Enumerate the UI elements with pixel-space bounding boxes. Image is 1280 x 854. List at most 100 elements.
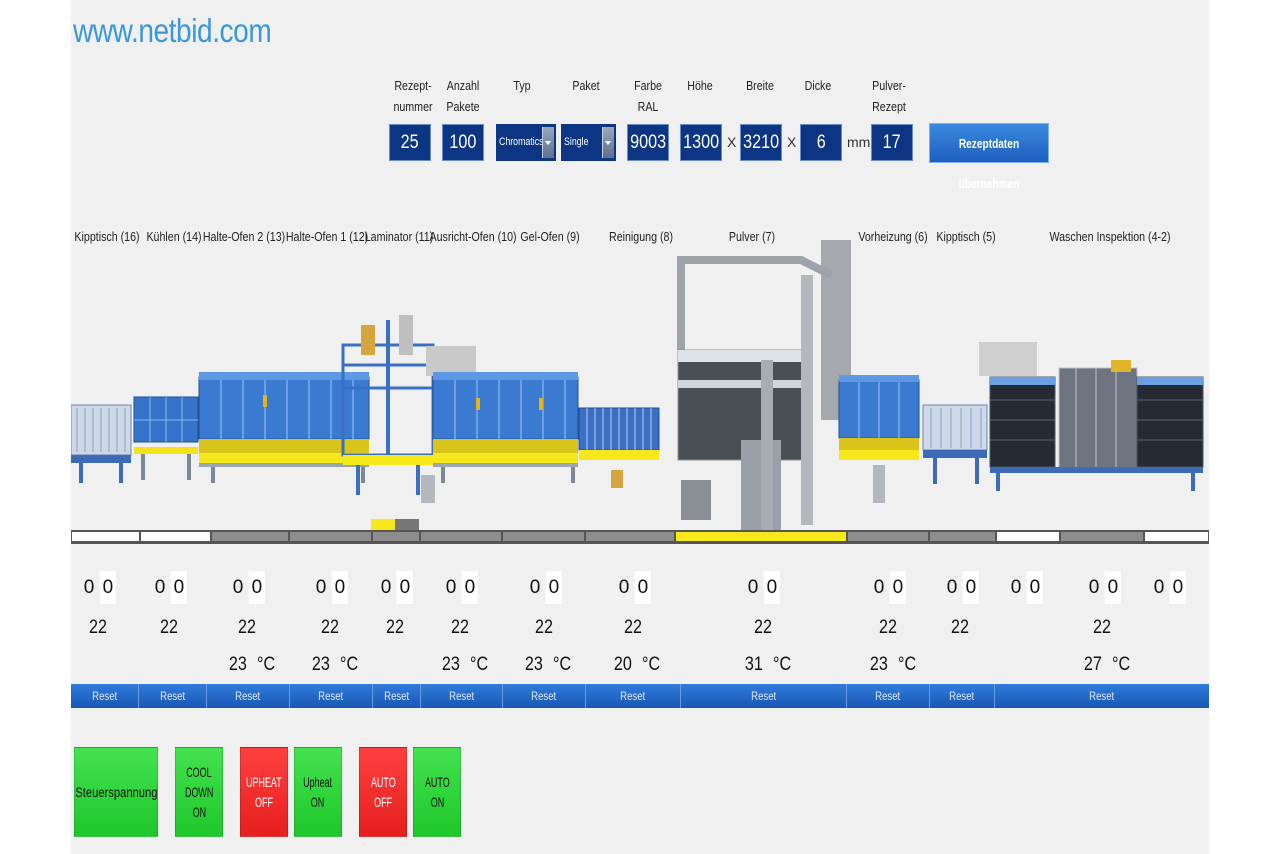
label-breite: Breite	[746, 78, 774, 93]
zone-status-pair: 0 0	[619, 571, 652, 604]
reset-button[interactable]: Reset	[207, 684, 290, 708]
reset-button[interactable]: Reset	[847, 684, 930, 708]
zone-temperature: 27°C	[1083, 654, 1131, 675]
conveyor-segment-active	[676, 532, 846, 541]
label-paket: Paket	[572, 78, 600, 93]
pulver-rezept-field[interactable]: 17	[871, 124, 913, 161]
reset-button[interactable]: Reset	[373, 684, 421, 708]
zone-temperature: 23°C	[441, 654, 489, 675]
reset-button[interactable]: Reset	[503, 684, 586, 708]
conveyor-segment	[72, 532, 139, 541]
reset-button[interactable]: Reset	[681, 684, 847, 708]
steuerspannung-button[interactable]: Steuerspannung	[74, 747, 158, 837]
zone-value: 22	[451, 617, 469, 638]
laminator-position-indicator	[395, 519, 419, 530]
zone-value: 22	[879, 617, 897, 638]
station-label: Vorheizung (6)	[858, 229, 928, 244]
reset-button[interactable]: Reset	[586, 684, 681, 708]
conveyor-segment	[141, 532, 210, 541]
reset-button[interactable]: Reset	[930, 684, 995, 708]
hoehe-field[interactable]: 1300	[680, 124, 722, 161]
label-pulver-rezept: Pulver-Rezept	[872, 78, 906, 114]
zone-value: 22	[160, 617, 178, 638]
zone-temperature: 23°C	[524, 654, 572, 675]
station-label: Kipptisch (5)	[936, 229, 996, 244]
conveyor-segment	[1061, 532, 1143, 541]
paket-select[interactable]: Single	[561, 124, 616, 161]
zone-status-pair: 0 0	[233, 571, 266, 604]
zone-value: 22	[89, 617, 107, 638]
rezeptdaten-uebernehmen-button[interactable]: Rezeptdaten übernehmen	[929, 123, 1049, 191]
dicke-field[interactable]: 6	[800, 124, 842, 161]
kuehlen-machine	[133, 396, 199, 480]
zone-temperature: 31°C	[744, 654, 792, 675]
station-label: Pulver (7)	[728, 229, 776, 244]
halte-ofen-machines	[198, 372, 435, 503]
laminator-position-indicator	[371, 519, 395, 530]
zone-status-pair: 0 0	[1011, 571, 1044, 604]
conveyor-segment	[421, 532, 501, 541]
unit-mm: mm	[847, 134, 871, 150]
typ-select[interactable]: Chromatics	[496, 124, 556, 161]
ausricht-gel-ofen-machines	[432, 372, 579, 483]
reset-button[interactable]: Reset	[71, 684, 139, 708]
zone-temperature: 23°C	[228, 654, 276, 675]
zone-status-pair: 0 0	[874, 571, 907, 604]
chevron-down-icon[interactable]	[602, 127, 614, 158]
label-hoehe: Höhe	[687, 78, 713, 93]
station-label: Kühlen (14)	[146, 229, 202, 244]
reset-button[interactable]: Reset	[421, 684, 503, 708]
station-label: Ausricht-Ofen (10)	[429, 229, 517, 244]
station-label: Gel-Ofen (9)	[520, 229, 580, 244]
zone-status-pair: 0 0	[446, 571, 479, 604]
reset-button[interactable]: Reset	[1089, 689, 1115, 703]
conveyor-segment	[586, 532, 674, 541]
conveyor-segment	[290, 532, 371, 541]
zone-value: 22	[754, 617, 772, 638]
zone-temperature: 23°C	[869, 654, 917, 675]
station-label: Laminator (11)	[364, 229, 434, 244]
conveyor-segment	[848, 532, 928, 541]
label-typ: Typ	[513, 78, 531, 93]
zone-status-pair: 0 0	[316, 571, 349, 604]
station-label: Halte-Ofen 2 (13)	[202, 229, 286, 244]
breite-field[interactable]: 3210	[740, 124, 782, 161]
conveyor-segment	[212, 532, 288, 541]
label-rezeptnummer: Rezept-nummer	[393, 78, 433, 114]
watermark: www.netbid.com	[73, 12, 272, 49]
zone-status-pair: 0 0	[155, 571, 188, 604]
zone-temperature: 23°C	[311, 654, 359, 675]
zone-status-pair: 0 0	[1089, 571, 1122, 604]
reset-button[interactable]: Reset	[290, 684, 373, 708]
farbe-ral-field[interactable]: 9003	[627, 124, 669, 161]
zone-value: 22	[1093, 617, 1111, 638]
conveyor-segment	[930, 532, 995, 541]
zone-value: 22	[321, 617, 339, 638]
vorheizung-machine	[838, 375, 920, 503]
kipptisch-5-machine	[922, 404, 988, 484]
zone-status-pair: 0 0	[1154, 571, 1187, 604]
reset-button[interactable]: Reset	[139, 684, 207, 708]
zone-status-pair: 0 0	[748, 571, 781, 604]
chevron-down-icon[interactable]	[542, 127, 554, 158]
reinigung-machine	[578, 407, 660, 488]
conveyor-segment	[503, 532, 584, 541]
zone-temperature: 20°C	[613, 654, 661, 675]
dimension-separator: X	[787, 134, 797, 150]
waschen-inspektion-machine	[979, 342, 1204, 491]
zone-status-pair: 0 0	[947, 571, 980, 604]
station-label: Kipptisch (16)	[74, 229, 140, 244]
rezeptnummer-field[interactable]: 25	[389, 124, 431, 161]
conveyor-segment	[373, 532, 419, 541]
station-label: Waschen Inspektion (4-2)	[1049, 229, 1171, 244]
anzahl-pakete-field[interactable]: 100	[442, 124, 484, 161]
pulver-machine	[677, 240, 851, 530]
